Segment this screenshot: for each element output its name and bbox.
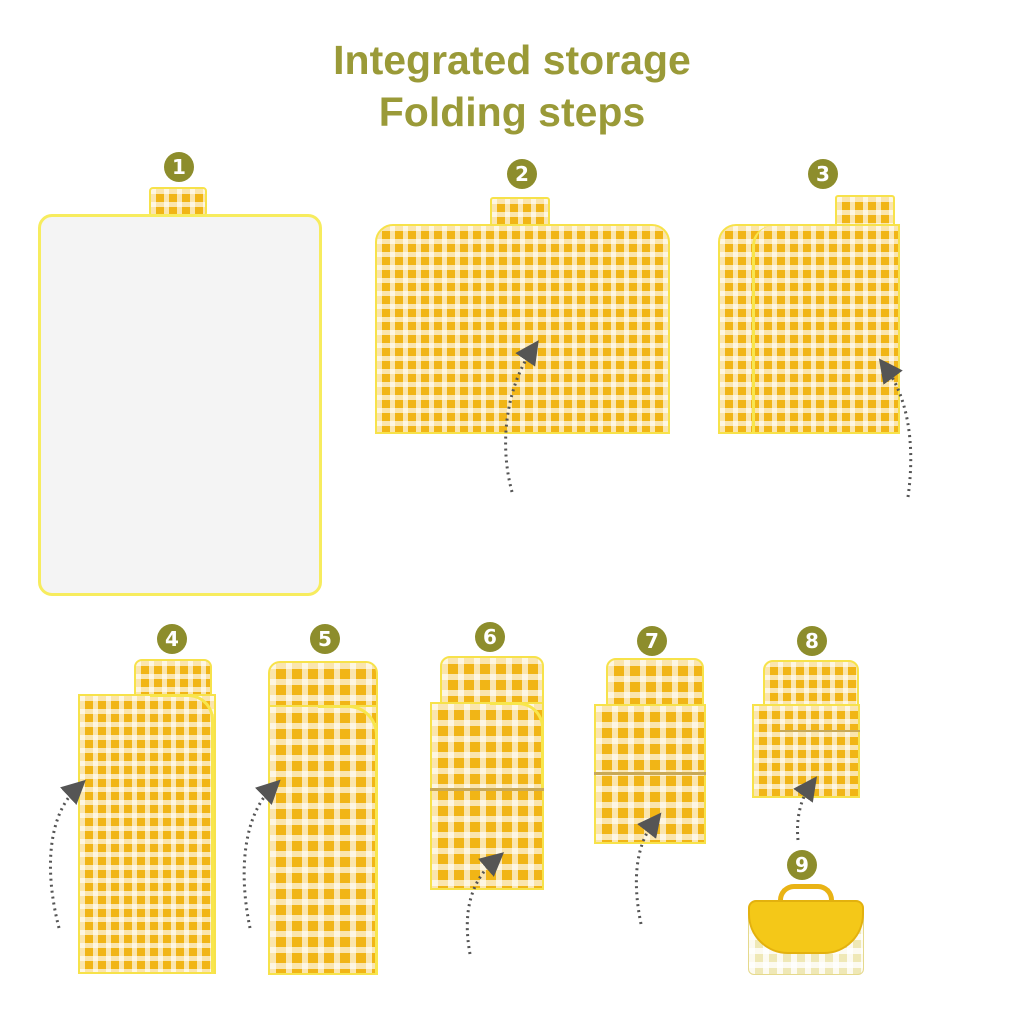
step4-fold-edge — [150, 694, 214, 974]
step-number-2: 2 — [507, 159, 537, 189]
title-line-2: Folding steps — [378, 89, 646, 135]
step8-fold-line — [780, 730, 860, 732]
step-number-1: 1 — [164, 152, 194, 182]
step2-handle-tab — [490, 197, 550, 227]
step-number-3: 3 — [808, 159, 838, 189]
step6-handle-tab — [440, 656, 544, 704]
step6-fold-line — [430, 788, 544, 791]
step-number-9: 9 — [787, 850, 817, 880]
step8-mat — [752, 704, 860, 798]
step7-fold-line — [594, 772, 706, 775]
step3-mat — [718, 224, 900, 434]
step-number-6: 6 — [475, 622, 505, 652]
step-number-8: 8 — [797, 626, 827, 656]
step-number-7: 7 — [637, 626, 667, 656]
step5-fold-edge — [318, 705, 378, 975]
step-number-4: 4 — [157, 624, 187, 654]
step3-handle-tab — [835, 195, 895, 227]
step1-handle-tab — [149, 187, 207, 217]
step1-mat-back — [38, 214, 322, 596]
step4-mat — [78, 694, 216, 974]
rolled-mat-handle-icon — [778, 884, 834, 906]
step3-fold-edge — [752, 226, 782, 434]
step7-handle-tab — [606, 658, 704, 706]
step5-handle-tab — [268, 661, 378, 707]
step-number-5: 5 — [310, 624, 340, 654]
step8-handle-tab — [763, 660, 859, 706]
step2-mat — [375, 224, 670, 434]
step4-handle-tab — [134, 659, 212, 699]
step6-fold-edge — [490, 702, 544, 788]
title-line-1: Integrated storage — [333, 37, 691, 83]
curved-fold-arrow-icon — [48, 779, 86, 929]
step9-rolled-mat-flap — [748, 900, 864, 954]
